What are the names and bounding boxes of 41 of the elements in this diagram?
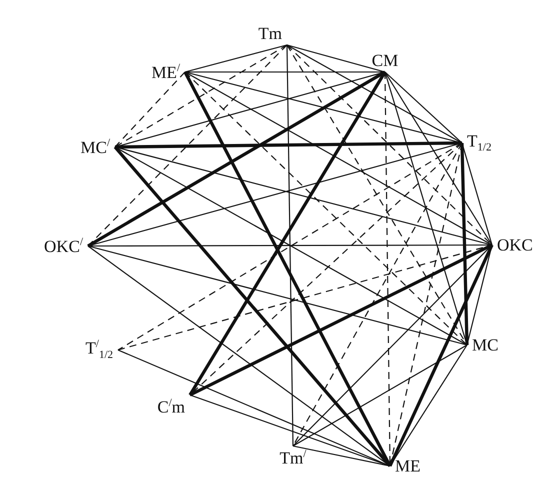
connector-line bbox=[384, 72, 492, 246]
connector-line bbox=[188, 71, 386, 396]
connector-line bbox=[88, 245, 468, 346]
connector-line bbox=[388, 244, 494, 467]
connector-line bbox=[184, 44, 288, 73]
connector-line bbox=[88, 44, 288, 246]
connector-line bbox=[184, 71, 392, 467]
connector-line bbox=[114, 72, 186, 148]
connector-line bbox=[466, 244, 493, 346]
connector-line bbox=[292, 344, 468, 446]
connector-line bbox=[460, 142, 469, 346]
vertex-label: OKC$^{/}$ bbox=[39, 234, 88, 258]
connector-line bbox=[292, 445, 390, 467]
connector-line bbox=[184, 72, 492, 246]
vertex-label: MC bbox=[467, 334, 504, 356]
connector-line bbox=[114, 146, 492, 246]
connector-line bbox=[390, 344, 468, 466]
connector-line bbox=[87, 70, 386, 248]
connector-line bbox=[286, 45, 294, 446]
connector-line bbox=[184, 71, 462, 144]
connector-line bbox=[384, 72, 391, 466]
connector-line bbox=[114, 141, 462, 149]
vertex-label: Tm$^{/}$ bbox=[274, 446, 312, 470]
vertex-label: OKC bbox=[492, 234, 538, 256]
connector-line bbox=[114, 146, 392, 468]
vertex-label: C$^{/}$m bbox=[152, 395, 190, 419]
connector-line bbox=[185, 71, 385, 73]
connector-line bbox=[184, 72, 468, 346]
vertex-label: T$_{1/2}$ bbox=[462, 129, 496, 157]
vertex-label: CM bbox=[366, 49, 404, 72]
connector-line bbox=[384, 72, 462, 144]
vertex-label: ME bbox=[390, 454, 426, 478]
connector-line bbox=[114, 44, 288, 148]
connector-line bbox=[88, 244, 492, 247]
connector-line bbox=[286, 44, 462, 144]
vertex-label: Tm bbox=[253, 22, 287, 45]
connector-line bbox=[461, 142, 493, 246]
connector-line bbox=[286, 44, 386, 73]
vertex-label: MC$^{/}$ bbox=[75, 135, 115, 159]
connector-line bbox=[286, 44, 492, 246]
vertex-label: ME$^{/}$ bbox=[146, 60, 185, 84]
